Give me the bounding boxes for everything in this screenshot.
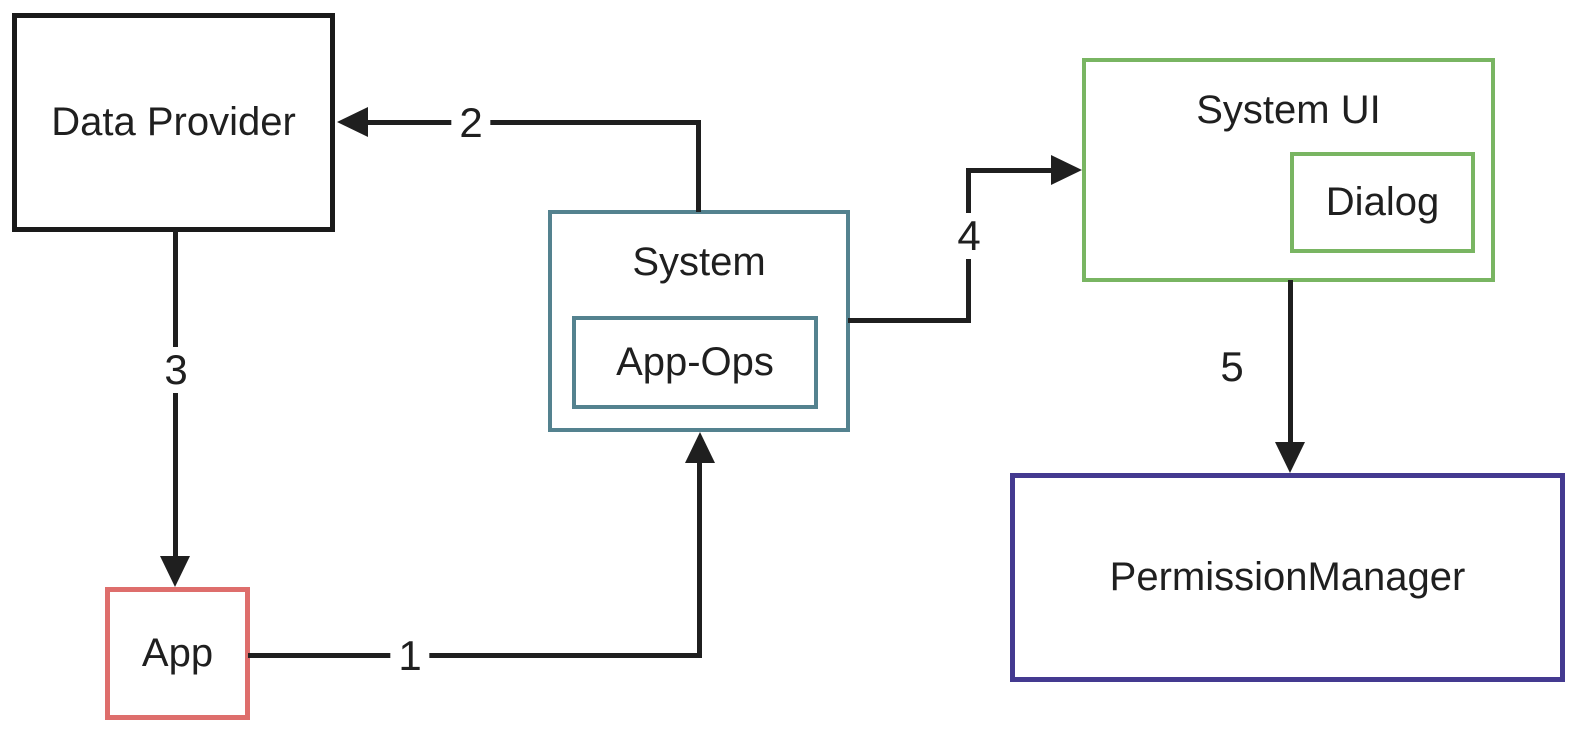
edge3-arrowhead-down-icon: [160, 556, 190, 587]
node-data-provider: Data Provider: [12, 13, 335, 232]
edge5-line-vertical: [1288, 280, 1293, 447]
edge4-label: 4: [949, 213, 989, 259]
node-data-provider-label: Data Provider: [51, 100, 296, 144]
node-system-label: System: [632, 240, 766, 284]
node-app-ops-label: App-Ops: [616, 340, 774, 384]
edge3-line-vertical: [173, 230, 178, 560]
node-app-label: App: [141, 631, 214, 675]
edge2-line-horizontal: [362, 120, 701, 125]
edge2-line-vertical: [696, 120, 701, 212]
edge1-line-horizontal: [248, 653, 702, 658]
edge1-label: 1: [390, 633, 430, 679]
edge2-label: 2: [451, 100, 491, 146]
node-app: App: [105, 587, 250, 720]
node-system-ui-label: System UI: [1196, 88, 1381, 132]
node-permission-manager-label: PermissionManager: [1109, 555, 1466, 599]
edge4-line-horizontal-lower: [848, 318, 970, 323]
edge5-arrowhead-down-icon: [1275, 442, 1305, 473]
edge1-line-vertical: [697, 458, 702, 658]
node-system-ui: System UI Dialog: [1082, 58, 1495, 282]
edge5-label: 5: [1212, 344, 1252, 390]
node-dialog: Dialog: [1290, 152, 1475, 253]
edge2-arrowhead-left-icon: [337, 107, 368, 137]
edge4-line-horizontal-upper: [966, 168, 1058, 173]
node-app-ops: App-Ops: [572, 316, 818, 409]
edge3-label: 3: [156, 347, 196, 393]
node-permission-manager: PermissionManager: [1010, 473, 1565, 682]
node-dialog-label: Dialog: [1325, 180, 1440, 224]
edge1-arrowhead-up-icon: [685, 432, 715, 463]
node-system: System App-Ops: [548, 210, 850, 432]
edge4-arrowhead-right-icon: [1051, 155, 1082, 185]
